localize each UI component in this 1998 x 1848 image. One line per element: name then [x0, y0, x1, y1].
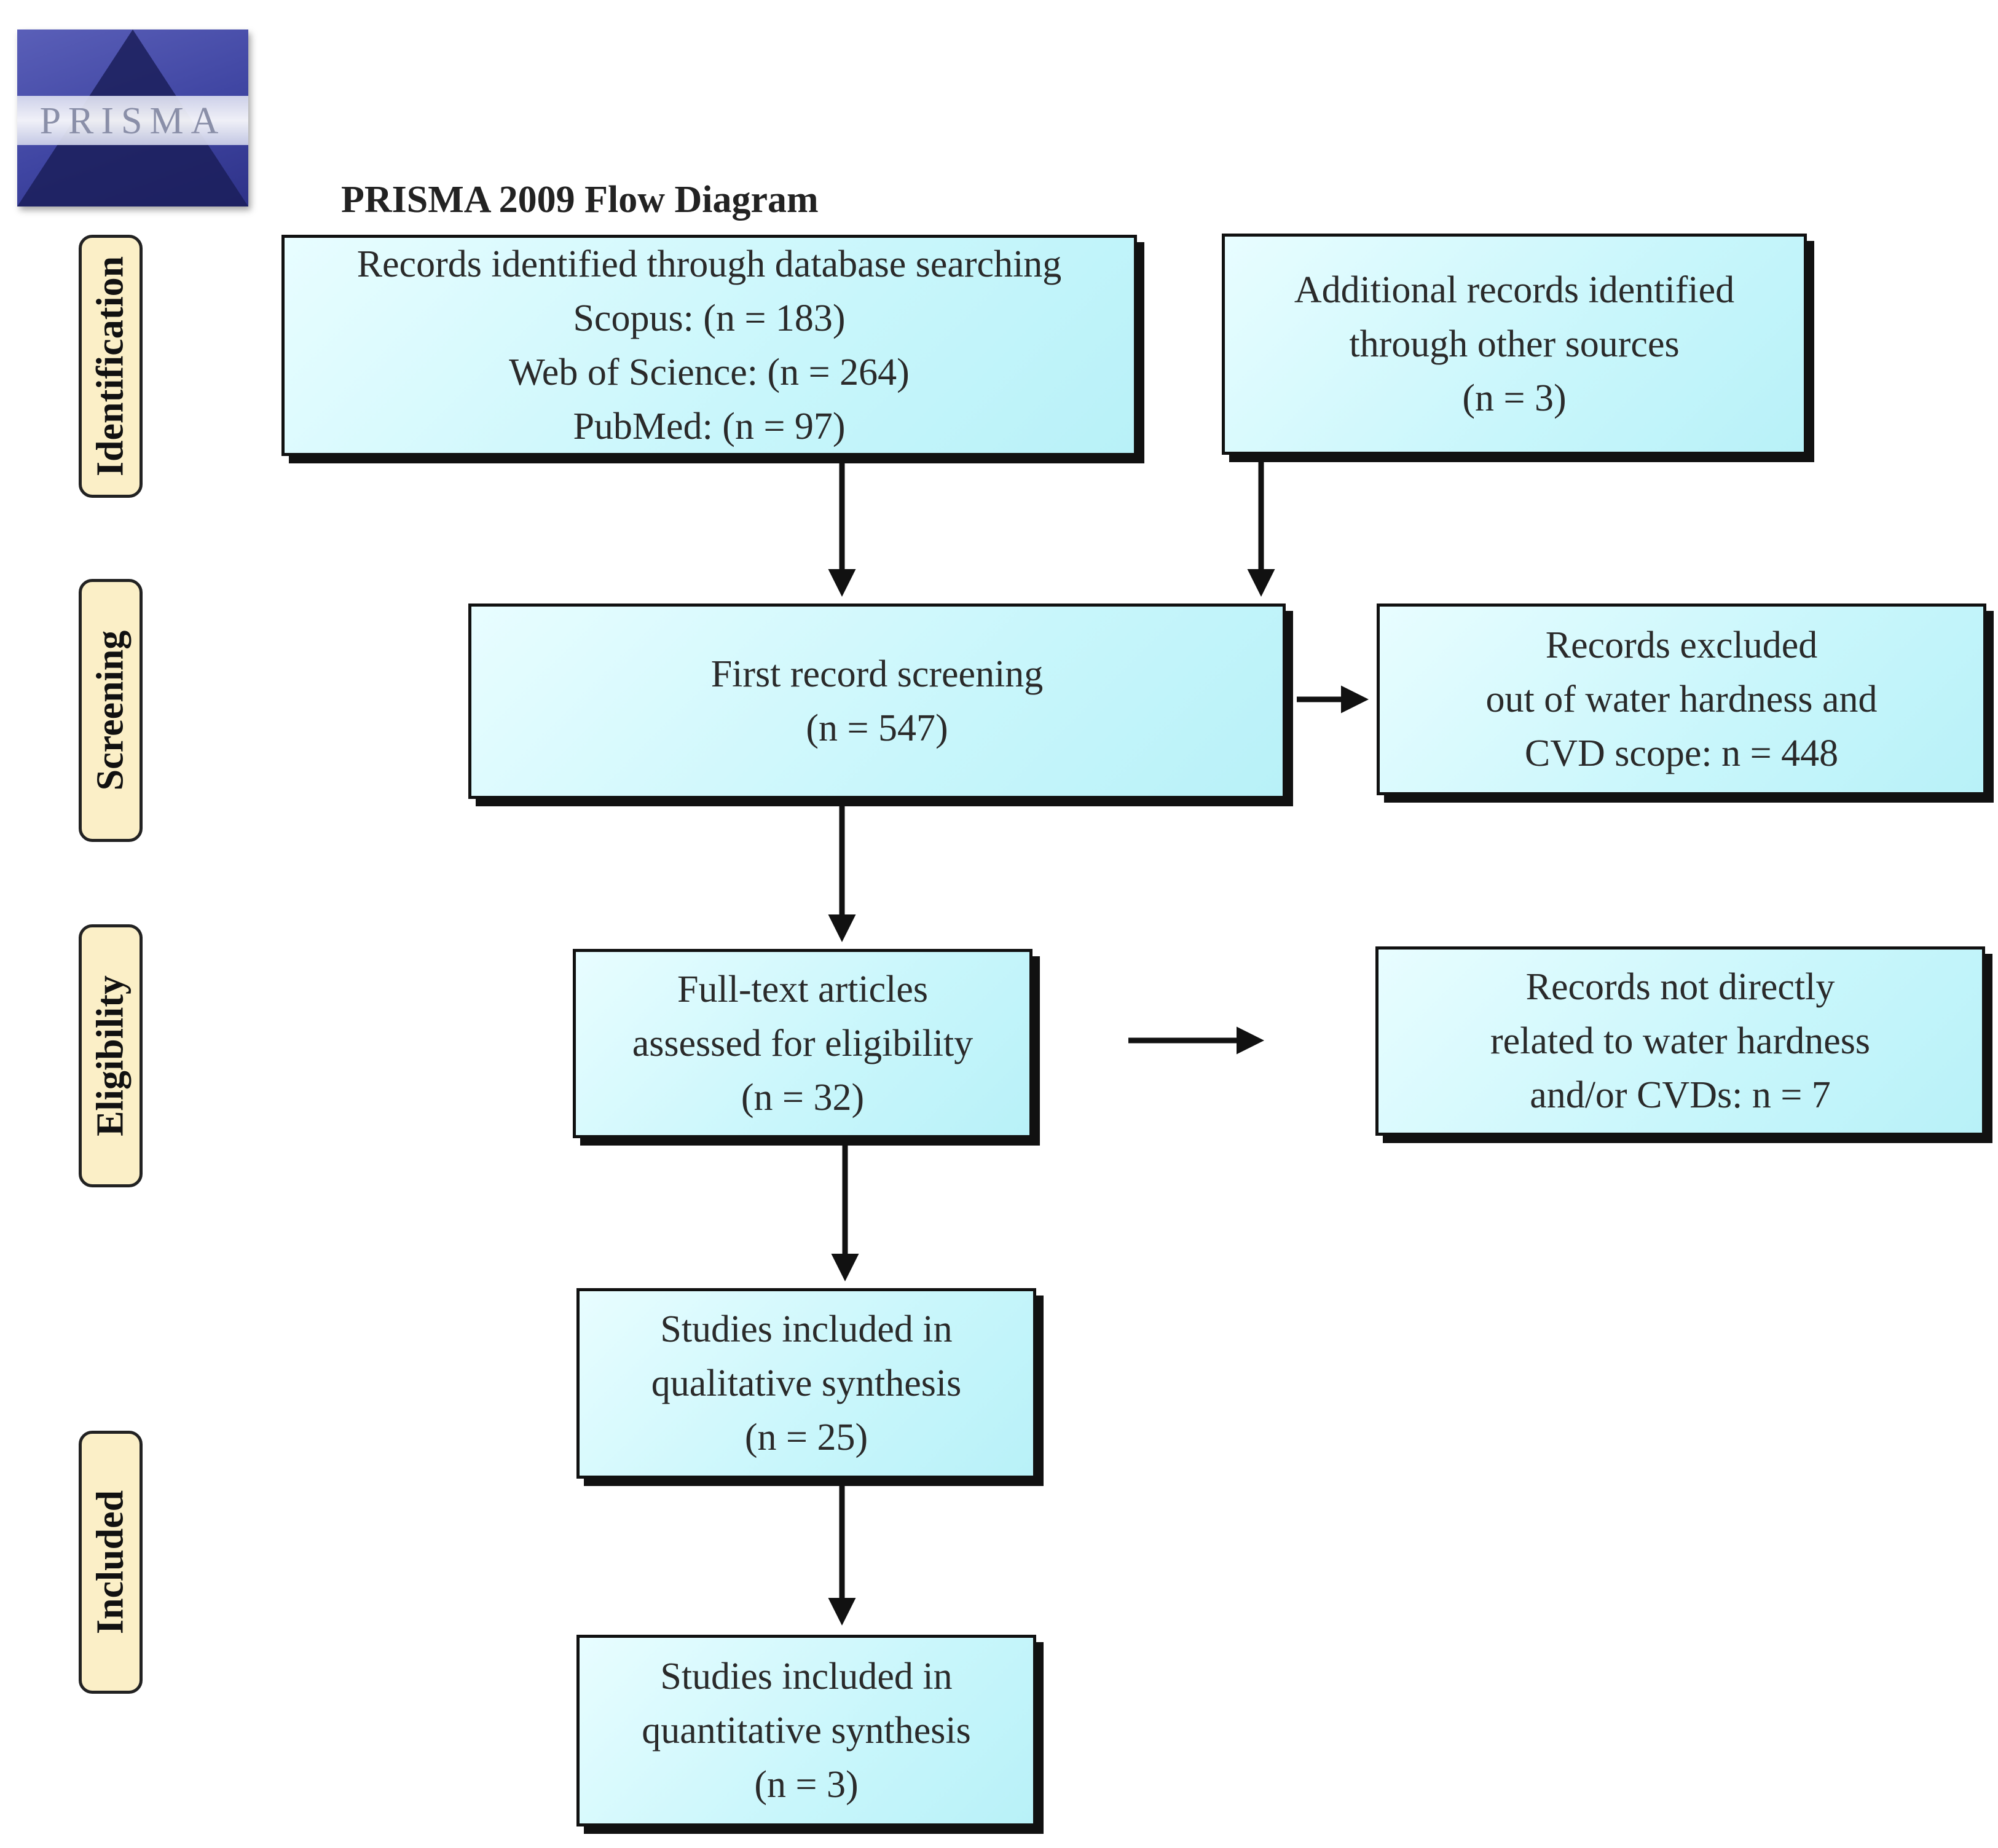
box-fulltext-assessed-line: assessed for eligibility: [632, 1022, 973, 1064]
box-qualitative: Studies included in qualitative synthesi…: [576, 1288, 1036, 1479]
box-not-related: Records not directly related to water ha…: [1375, 946, 1985, 1136]
box-records-excluded-line: Records excluded: [1545, 624, 1818, 666]
box-other-sources-line: through other sources: [1349, 323, 1680, 365]
box-not-related-line: and/or CVDs: n = 7: [1530, 1074, 1831, 1117]
logo-text: PRISMA: [39, 100, 226, 142]
prisma-logo: PRISMA: [17, 29, 248, 206]
box-other-sources: Additional records identified through ot…: [1222, 234, 1807, 455]
box-not-related-line: Records not directly: [1525, 965, 1835, 1008]
box-other-sources-line: (n = 3): [1462, 377, 1567, 420]
phase-eligibility: Eligibility: [79, 924, 143, 1187]
phase-identification: Identification: [79, 235, 143, 498]
box-database-search-line: Web of Science: (n = 264): [509, 352, 910, 393]
box-database-search: Records identified through database sear…: [281, 235, 1137, 456]
phase-screening: Screening: [79, 579, 143, 842]
box-qualitative-line: Studies included in: [660, 1308, 953, 1350]
box-records-excluded-line: out of water hardness and: [1485, 678, 1878, 720]
box-quantitative-line: Studies included in: [660, 1655, 953, 1697]
box-fulltext-assessed-line: Full-text articles: [677, 968, 929, 1010]
box-database-search-line: Scopus: (n = 183): [573, 297, 846, 339]
box-quantitative-line: (n = 3): [754, 1764, 859, 1806]
box-not-related-line: related to water hardness: [1490, 1020, 1870, 1062]
box-database-search-line: PubMed: (n = 97): [573, 406, 846, 448]
box-first-screening-line: First record screening: [710, 653, 1044, 695]
phase-included: Included: [79, 1431, 143, 1694]
box-quantitative: Studies included in quantitative synthes…: [576, 1635, 1036, 1826]
box-first-screening: First record screening (n = 547): [468, 604, 1286, 799]
box-quantitative-line: quantitative synthesis: [642, 1709, 971, 1752]
box-first-screening-line: (n = 547): [806, 707, 948, 749]
box-fulltext-assessed-line: (n = 32): [741, 1077, 865, 1119]
box-fulltext-assessed: Full-text articles assessed for eligibil…: [573, 949, 1032, 1138]
box-database-search-line: Records identified through database sear…: [356, 243, 1062, 285]
box-other-sources-line: Additional records identified: [1294, 269, 1735, 311]
box-records-excluded-line: CVD scope: n = 448: [1524, 733, 1839, 775]
diagram-title: PRISMA 2009 Flow Diagram: [341, 179, 819, 221]
box-qualitative-line: (n = 25): [744, 1417, 868, 1459]
box-records-excluded: Records excluded out of water hardness a…: [1377, 604, 1986, 795]
box-qualitative-line: qualitative synthesis: [651, 1362, 962, 1404]
